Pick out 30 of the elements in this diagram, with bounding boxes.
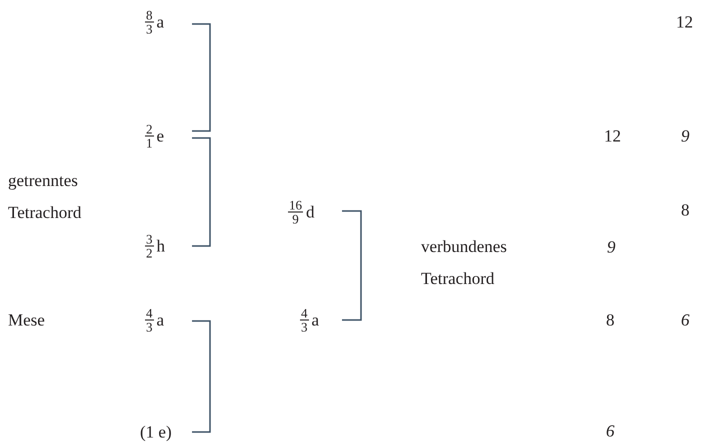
denominator: 9 <box>292 212 299 226</box>
number-label: 12 <box>604 128 621 144</box>
number-label: 8 <box>681 202 690 218</box>
tetrachord-label: verbundenes Tetrachord <box>421 236 508 290</box>
number-label: 9 <box>681 128 690 144</box>
denominator: 3 <box>146 320 152 334</box>
numerator: 4 <box>300 306 308 320</box>
denominator: 2 <box>146 246 152 260</box>
number-label: 8 <box>606 312 614 328</box>
numerator: 4 <box>145 306 154 320</box>
note-name: h <box>156 238 165 254</box>
number-label: 6 <box>681 312 690 328</box>
text-label: (1 e) <box>140 424 172 440</box>
numerator: 8 <box>145 8 154 22</box>
denominator: 3 <box>301 320 308 334</box>
denominator: 1 <box>146 136 152 150</box>
text-label: Mese <box>8 312 45 328</box>
number-label: 12 <box>676 14 693 30</box>
denominator: 3 <box>146 22 152 36</box>
note-name: a <box>312 312 320 328</box>
note-name: a <box>156 312 164 328</box>
note-name: e <box>156 128 164 144</box>
numerator: 2 <box>145 122 154 136</box>
number-label: 6 <box>606 422 614 440</box>
tetrachord-label: getrenntes Tetrachord <box>8 170 82 224</box>
numerator: 3 <box>145 232 154 246</box>
numerator: 16 <box>288 198 303 212</box>
note-name: a <box>156 14 164 30</box>
note-name: d <box>306 204 314 220</box>
number-label: 9 <box>607 238 616 256</box>
